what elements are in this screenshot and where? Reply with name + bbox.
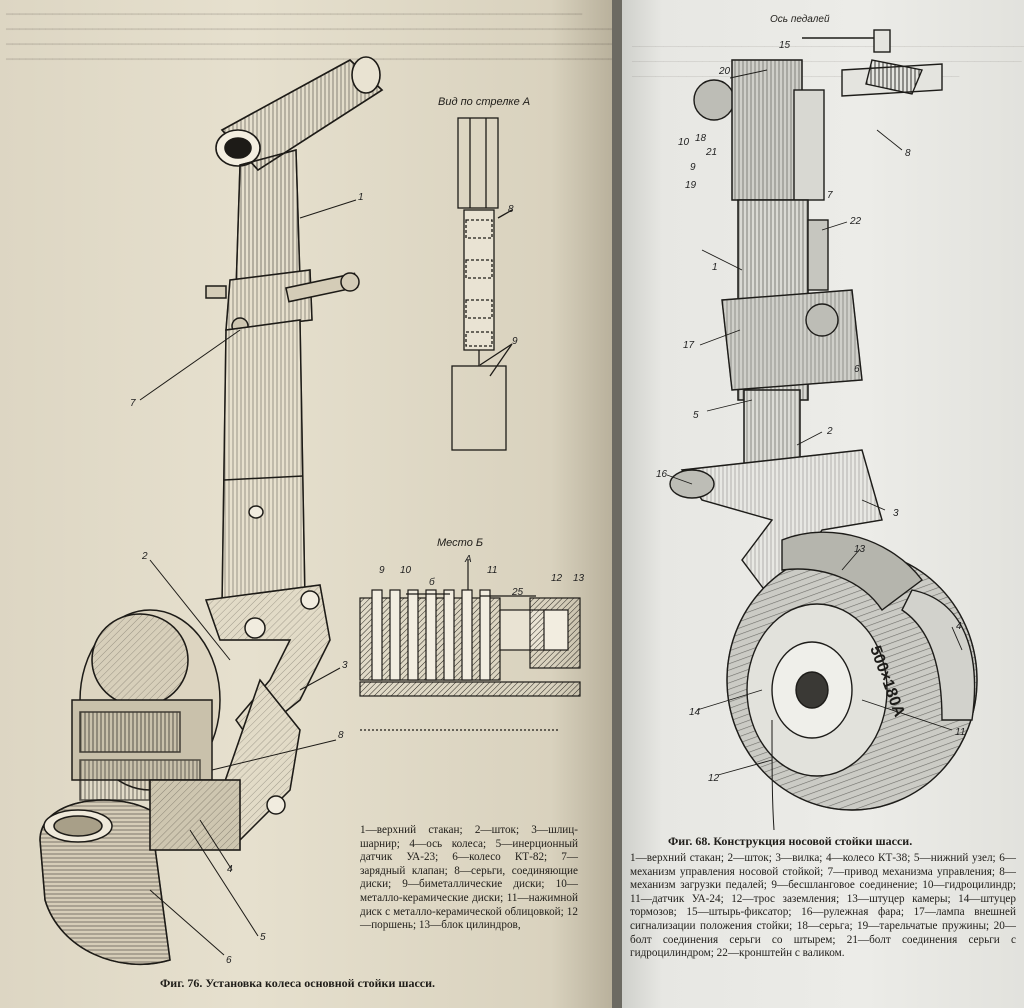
detail-callout-9: 9 [379,565,385,576]
callout-5: 5 [260,932,266,943]
view-a-title: Вид по стрелке А [438,96,531,108]
r-callout-13: 13 [854,544,866,555]
r-callout-20: 20 [719,66,731,77]
leader-lines [139,199,357,956]
nose-gear-drawing: 500×180А [666,29,978,830]
r-callout-5: 5 [693,410,699,421]
r-callout-9: 9 [690,162,696,173]
detail-b-drawing [359,560,581,731]
detail-callout-a: А [465,554,472,565]
callout-6: 6 [226,955,232,966]
r-callout-14: 14 [689,707,701,718]
r-callout-2: 2 [827,426,833,437]
view-a-callout-9: 9 [512,336,518,347]
left-legend: 1—верхний стакан; 2—шток; 3—шлиц-шарнир;… [360,824,578,932]
r-callout-21: 21 [706,147,718,158]
left-caption: Фиг. 76. Установка колеса основной стойк… [160,976,436,990]
detail-callout-11: 11 [487,565,498,576]
r-callout-3: 3 [893,508,899,519]
r-callout-16: 16 [656,469,668,480]
detail-b-title: Место Б [437,537,484,549]
detail-callout-10: 10 [400,565,412,576]
right-caption: Фиг. 68. Конструкция носовой стойки шасс… [668,834,913,848]
right-legend: 1—верхний стакан; 2—шток; 3—вилка; 4—кол… [630,852,1016,960]
callout-7: 7 [130,398,136,409]
r-callout-18: 18 [695,133,707,144]
view-a-callout-8: 8 [508,204,514,215]
r-callout-19: 19 [685,180,697,191]
callout-4: 4 [227,864,233,875]
r-callout-15: 15 [779,40,791,51]
upper-cap [215,56,384,172]
r-callout-12: 12 [708,773,720,784]
main-strut [221,319,306,606]
r-callout-22: 22 [850,216,862,227]
r-callout-7: 7 [827,190,833,201]
axis-label: Ось педалей [770,14,830,25]
r-callout-11: 11 [955,727,966,738]
callout-1: 1 [358,192,364,203]
right-page: ────────────────────────────────────────… [622,0,1024,1008]
r-callout-4: 4 [956,621,962,632]
r-callout-1: 1 [712,262,718,273]
r-callout-6: 6 [854,364,860,375]
detail-callout-13: 13 [573,573,585,584]
detail-callout-b: б [429,577,435,588]
r-callout-17: 17 [683,340,695,351]
left-page: ━━━━━━━━━━━━━━━━━━━━━━━━━━━━━━━━━━━━━━━━… [0,0,612,1008]
r-callout-10: 10 [678,137,690,148]
wheel-cutaway [39,609,241,966]
view-a-drawing [451,117,513,451]
main-gear-drawing [39,56,384,966]
detail-callout-12: 12 [551,573,563,584]
callout-8: 8 [338,730,344,741]
callout-3: 3 [342,660,348,671]
callout-2: 2 [142,551,148,562]
detail-callout-25: 25 [512,587,524,598]
upper-cylinder [205,149,360,335]
r-callout-8: 8 [905,148,911,159]
